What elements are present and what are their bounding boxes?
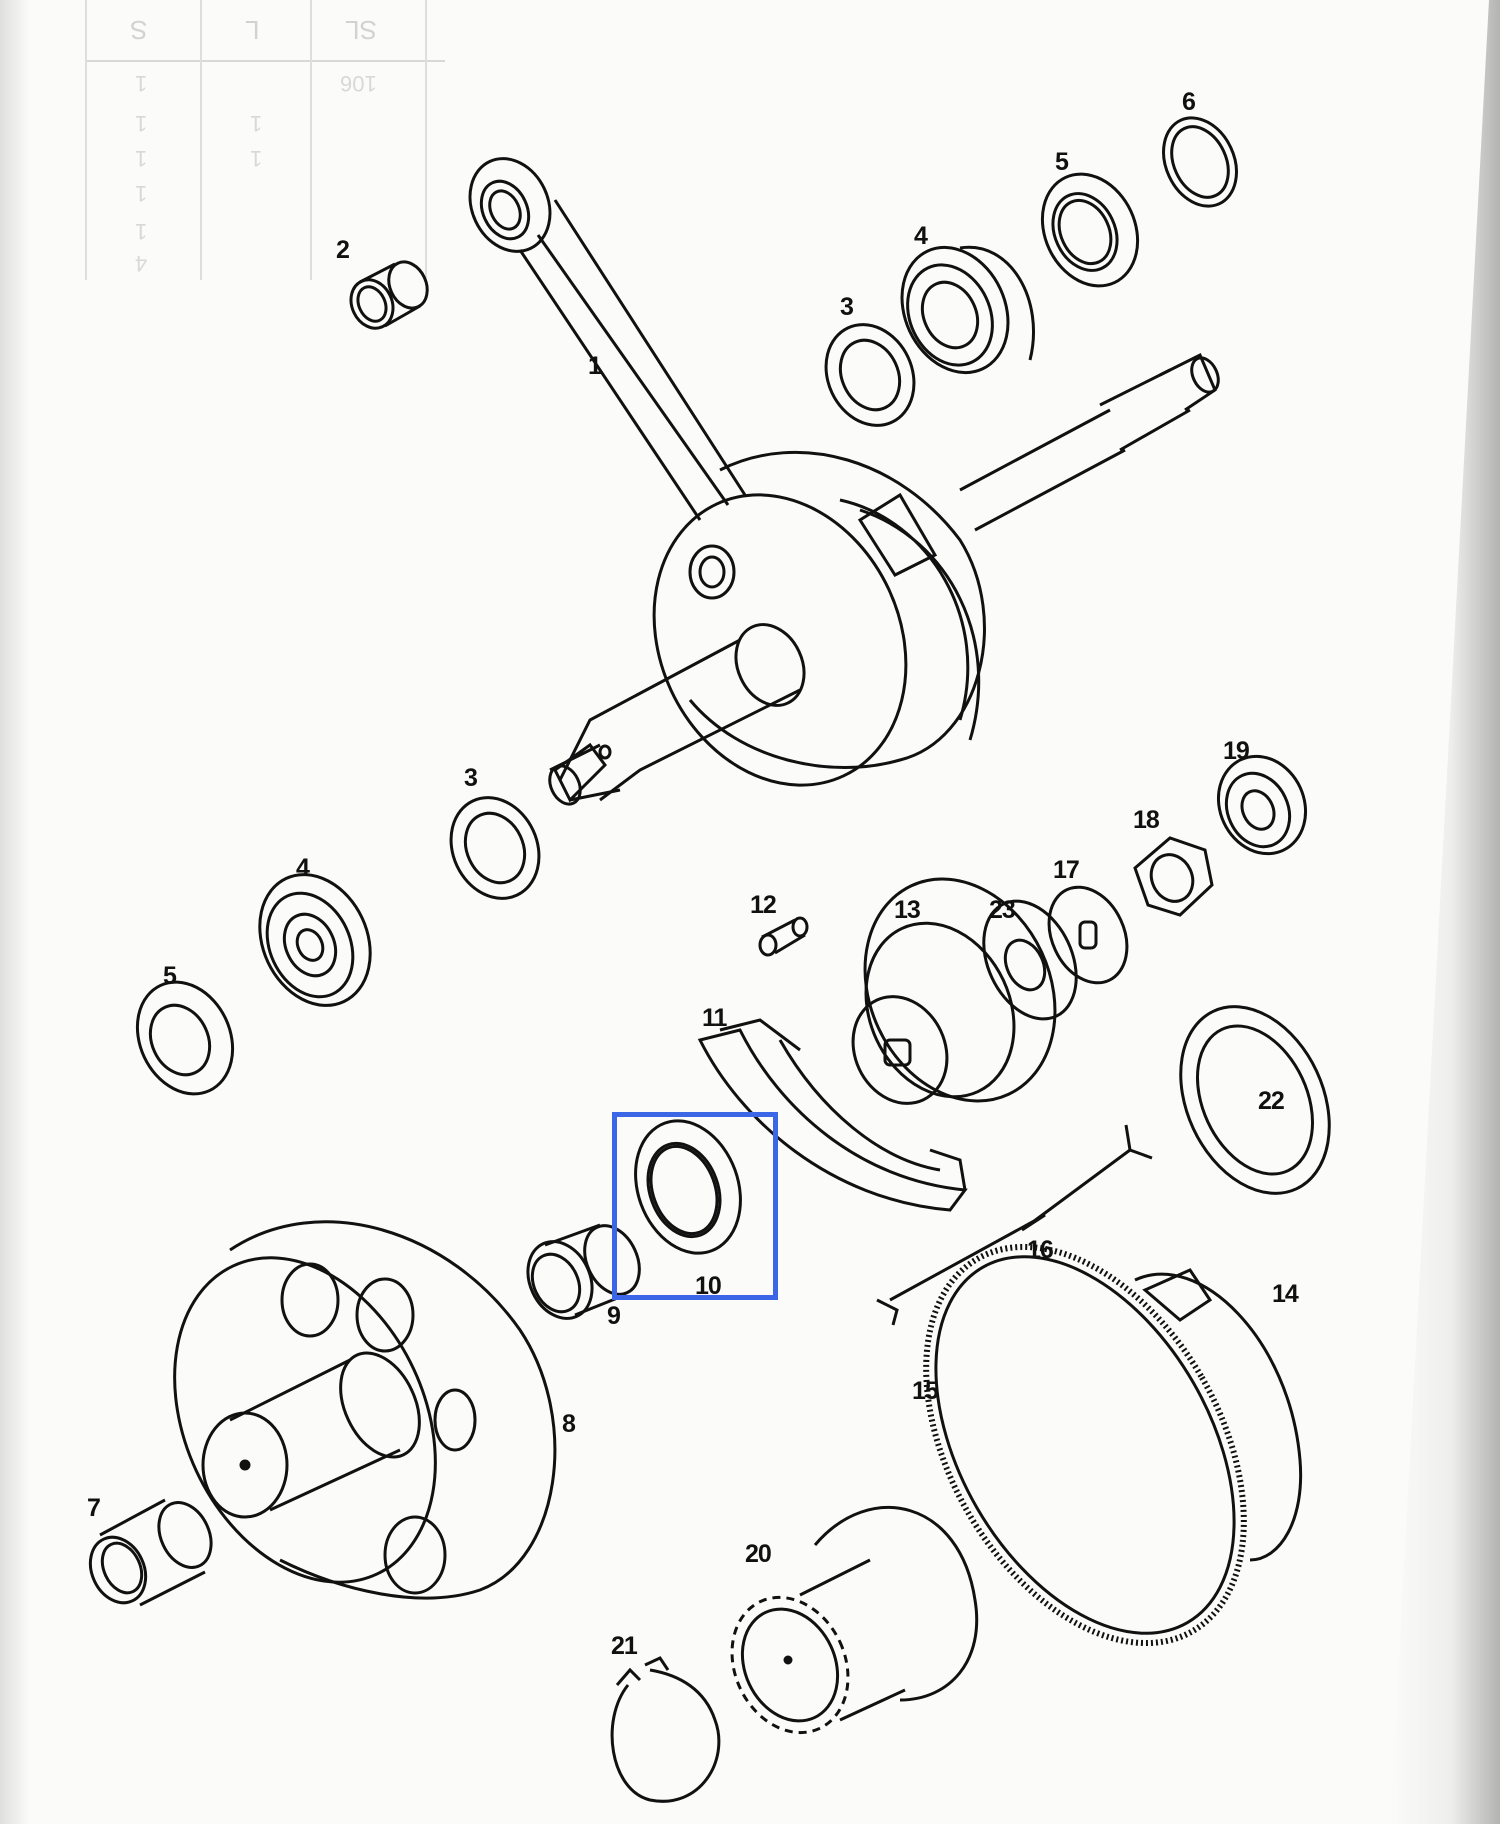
part-20-gear	[730, 1506, 979, 1735]
part-12-pin	[758, 916, 809, 957]
label-part-7: 7	[87, 1494, 101, 1522]
label-part-16: 16	[1027, 1236, 1054, 1264]
label-part-5-lower: 5	[163, 962, 177, 990]
label-part-9: 9	[607, 1302, 621, 1330]
crankshaft	[548, 352, 1220, 806]
bleed-through-table: S L SL 1 106 1 1 1 1 1 1 4	[85, 0, 445, 280]
part-19-bearing	[1216, 754, 1308, 856]
label-part-13: 13	[894, 896, 921, 924]
part-4-bearing-lower	[258, 873, 372, 1007]
part-21-circlip	[610, 1656, 721, 1803]
part-15-spring	[923, 1243, 1247, 1647]
part-3-seal-lower	[449, 796, 541, 900]
label-part-21: 21	[611, 1632, 638, 1660]
part-16-dimension-bracket	[876, 1124, 1153, 1326]
label-part-12: 12	[750, 891, 777, 919]
part-22-toothed-washer	[1179, 1005, 1331, 1195]
label-part-17: 17	[1053, 856, 1080, 884]
page-edge-shadow-left	[0, 0, 30, 1824]
label-part-4-lower: 4	[296, 854, 310, 882]
label-part-5-upper: 5	[1055, 148, 1069, 176]
label-part-3-upper: 3	[840, 293, 854, 321]
label-part-23: 23	[989, 896, 1016, 924]
label-part-1: 1	[588, 352, 602, 380]
part-9-needle-bearing	[526, 1223, 641, 1320]
label-part-6: 6	[1182, 88, 1196, 116]
part-5-ring-lower	[135, 980, 235, 1096]
part-4-bearing-upper	[900, 245, 1035, 375]
part-13-hub	[851, 877, 1057, 1105]
part-17-washer	[1047, 885, 1129, 985]
label-part-4-upper: 4	[914, 222, 928, 250]
part-14-spring-clip	[1134, 1268, 1303, 1562]
highlight-box-part-10[interactable]	[612, 1112, 778, 1300]
part-5-ring-upper	[1040, 172, 1140, 288]
label-part-22: 22	[1258, 1087, 1285, 1115]
label-part-15: 15	[912, 1377, 939, 1405]
ghost-col-line	[85, 0, 87, 280]
part-6-ring	[1162, 116, 1238, 208]
label-part-20: 20	[745, 1540, 772, 1568]
label-part-8: 8	[562, 1410, 576, 1438]
label-part-19: 19	[1223, 737, 1250, 765]
part-1-connecting-rod	[468, 157, 747, 521]
ghost-col-line	[425, 0, 427, 280]
part-23-washer	[982, 899, 1078, 1021]
part-18-nut	[1133, 836, 1214, 917]
label-part-14: 14	[1272, 1280, 1299, 1308]
part-3-seal-upper	[824, 323, 916, 427]
ghost-col-line	[200, 0, 202, 280]
label-part-11: 11	[702, 1004, 727, 1032]
label-part-18: 18	[1133, 806, 1160, 834]
ghost-table-header-row	[85, 0, 445, 62]
part-8-clutch-drum	[173, 1220, 557, 1600]
label-part-3-lower: 3	[464, 764, 478, 792]
part-10-thrust-washer	[634, 1119, 742, 1255]
label-part-2: 2	[336, 236, 350, 264]
part-2-bushing	[349, 260, 429, 330]
ghost-col-line	[310, 0, 312, 280]
part-7-bushing	[88, 1498, 213, 1607]
